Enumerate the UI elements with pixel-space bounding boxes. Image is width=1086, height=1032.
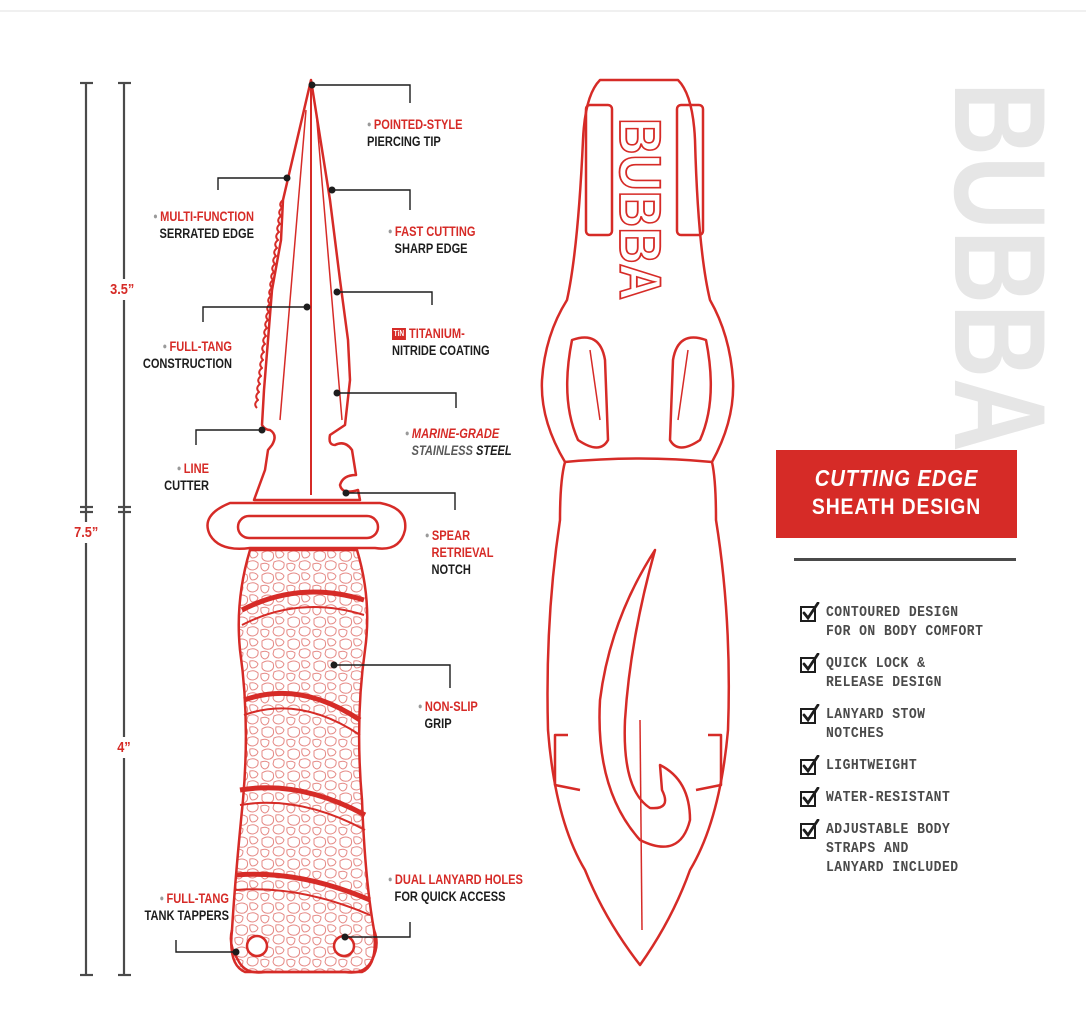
callout-non-slip-grip: ●NON-SLIP GRIP: [418, 699, 478, 731]
callout-spear-notch: ●SPEAR RETRIEVAL NOTCH: [425, 528, 494, 577]
checkmark-icon: [800, 787, 820, 807]
feature-item: CONTOURED DESIGN FOR ON BODY COMFORT: [800, 602, 1060, 642]
feature-label: CONTOURED DESIGN FOR ON BODY COMFORT: [826, 605, 984, 640]
callout-line-cutter: ●LINE CUTTER: [164, 461, 209, 493]
callout-pointed-tip: ●POINTED-STYLE PIERCING TIP: [367, 117, 463, 149]
feature-item: ADJUSTABLE BODY STRAPS AND LANYARD INCLU…: [800, 819, 1060, 878]
feature-label: LIGHTWEIGHT: [826, 758, 918, 774]
checkmark-icon: [800, 755, 820, 775]
dimension-total-label: 7.5”: [74, 522, 99, 543]
sheath-logo-text: BUBBA: [607, 118, 672, 300]
callout-full-tang: ●FULL-TANG CONSTRUCTION: [142, 339, 232, 371]
brand-watermark: BUBBA: [927, 82, 1073, 452]
leader-lines: [175, 84, 457, 953]
callout-lanyard-holes: ●DUAL LANYARD HOLES FOR QUICK ACCESS: [388, 872, 523, 904]
feature-item: WATER-RESISTANT: [800, 787, 1060, 808]
feature-item: LANYARD STOW NOTCHES: [800, 704, 1060, 744]
feature-item: QUICK LOCK & RELEASE DESIGN: [800, 653, 1060, 693]
dimension-blade-label: 3.5”: [110, 279, 135, 300]
callout-tank-tappers: ●FULL-TANG TANK TAPPERS: [144, 891, 229, 923]
leader-dots: [232, 81, 350, 956]
feature-label: QUICK LOCK & RELEASE DESIGN: [826, 656, 942, 691]
feature-label: ADJUSTABLE BODY STRAPS AND LANYARD INCLU…: [826, 822, 959, 876]
feature-label: LANYARD STOW NOTCHES: [826, 707, 926, 742]
feature-list: CONTOURED DESIGN FOR ON BODY COMFORT QUIC…: [800, 602, 1060, 891]
feature-label: WATER-RESISTANT: [826, 790, 951, 806]
checkmark-icon: [800, 653, 820, 673]
checkmark-icon: [800, 704, 820, 724]
blade: [252, 78, 362, 502]
sheath-design-banner: CUTTING EDGE SHEATH DESIGN: [776, 450, 1017, 538]
banner-title: CUTTING EDGE: [814, 465, 979, 491]
knife: [206, 78, 407, 974]
callout-serrated-edge: ●MULTI-FUNCTION SERRATED EDGE: [153, 209, 254, 241]
callout-marine-steel: ●MARINE-GRADE STAINLESS STEEL: [405, 426, 512, 458]
checkmark-icon: [800, 819, 820, 839]
tin-badge-icon: TiN: [392, 328, 406, 340]
divider: [794, 558, 1016, 561]
banner-subtitle: SHEATH DESIGN: [811, 494, 982, 519]
sheath: [540, 78, 735, 967]
feature-item: LIGHTWEIGHT: [800, 755, 1060, 776]
callout-sharp-edge: ●FAST CUTTING SHARP EDGE: [388, 224, 476, 256]
checkmark-icon: [800, 602, 820, 622]
handle: [230, 548, 376, 974]
dimension-handle-label: 4”: [117, 737, 131, 758]
watermark-text: BUBBA: [927, 82, 1073, 452]
